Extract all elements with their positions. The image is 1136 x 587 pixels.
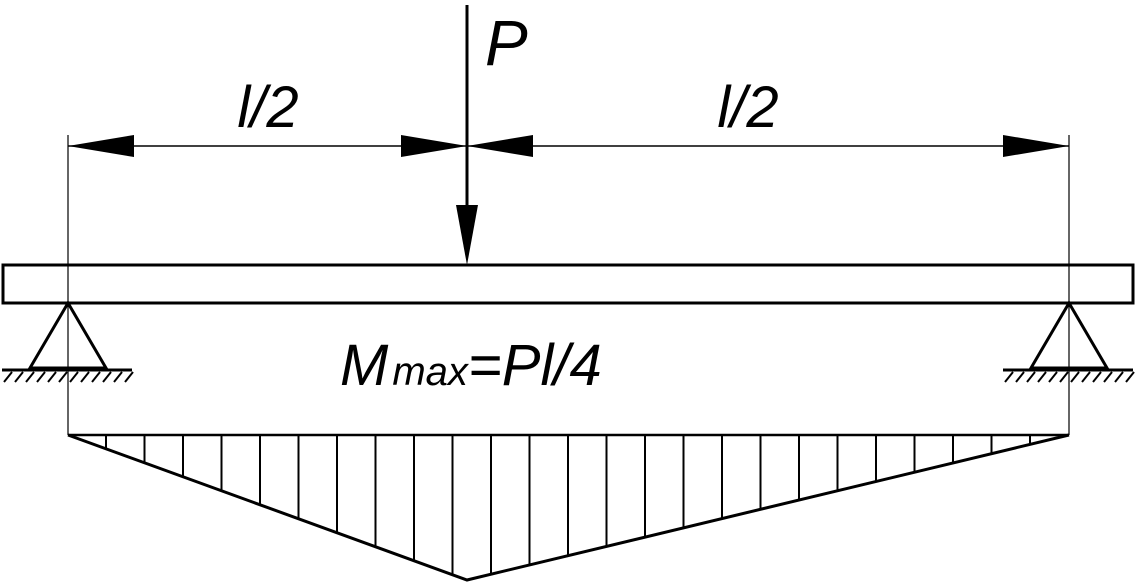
ground-hatch xyxy=(91,371,101,383)
ground-hatch xyxy=(58,371,68,383)
ground-hatch xyxy=(1059,371,1069,383)
ground-hatch xyxy=(36,371,46,383)
ground-hatch xyxy=(1103,371,1113,383)
dim-arrow-left-outer xyxy=(68,135,134,157)
ground-hatch xyxy=(1026,371,1036,383)
beam xyxy=(1,263,1135,305)
moment-subscript: max xyxy=(392,350,470,394)
ground-hatch xyxy=(25,371,35,383)
ground-hatch xyxy=(1114,371,1124,383)
ground-hatch xyxy=(69,371,79,383)
ground-hatch xyxy=(14,371,24,383)
ground-hatch xyxy=(113,371,123,383)
bending-moment-diagram xyxy=(67,433,1070,582)
dimension-label-left: l/2 xyxy=(237,75,298,140)
ground-hatch xyxy=(47,371,57,383)
ground-hatch xyxy=(1004,371,1014,383)
dim-arrow-right-inner xyxy=(467,135,533,157)
load-arrow xyxy=(456,5,478,265)
ground-hatch xyxy=(1048,371,1058,383)
moment-symbol: M xyxy=(340,333,389,398)
ground-hatch xyxy=(1015,371,1025,383)
ground-hatch xyxy=(1081,371,1091,383)
load-label: P xyxy=(485,7,528,79)
ground-hatch xyxy=(124,371,134,383)
ground-hatch xyxy=(1092,371,1102,383)
ground-hatch xyxy=(1125,371,1135,383)
dim-arrow-right-outer xyxy=(1003,135,1069,157)
moment-expression: =Pl/4 xyxy=(468,333,602,398)
dimension-label-right: l/2 xyxy=(717,75,778,140)
dim-arrow-left-inner xyxy=(401,135,467,157)
ground-hatch xyxy=(102,371,112,383)
ground-hatch xyxy=(1037,371,1047,383)
ground-hatch xyxy=(3,371,13,383)
ground-hatch xyxy=(80,371,90,383)
ground-hatch xyxy=(1070,371,1080,383)
